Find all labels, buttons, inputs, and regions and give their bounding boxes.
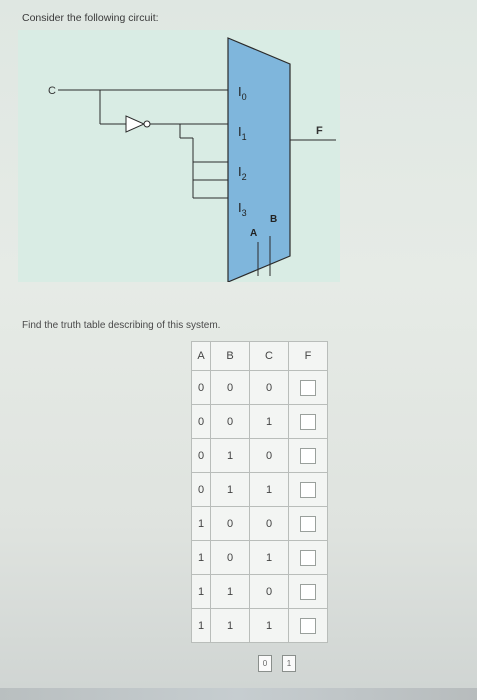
cell-a: 1 [191, 540, 211, 575]
cell-c: 1 [249, 608, 289, 643]
mux-input-label: I3 [238, 200, 247, 218]
cell-a: 0 [191, 404, 211, 439]
cell-a: 0 [191, 370, 211, 405]
header-f: F [288, 341, 328, 371]
mux-input-label: I2 [238, 164, 247, 182]
table-row: 1 1 0 [191, 574, 328, 609]
table-row: 0 1 0 [191, 438, 328, 473]
answer-drop-box[interactable] [300, 481, 316, 498]
cell-b: 0 [210, 370, 250, 405]
truth-table: A B C F 0 0 0 0 0 1 0 1 0 0 1 1 [191, 341, 328, 643]
header-c: C [249, 341, 289, 371]
answer-cell[interactable] [288, 608, 328, 643]
table-row: 1 0 0 [191, 506, 328, 541]
cell-b: 1 [210, 438, 250, 473]
select-a-label: A [250, 228, 257, 239]
answer-drop-box[interactable] [300, 379, 316, 396]
cell-b: 0 [210, 404, 250, 439]
table-row: 0 1 1 [191, 472, 328, 507]
cell-b: 0 [210, 540, 250, 575]
table-row: 0 0 1 [191, 404, 328, 439]
cell-a: 1 [191, 506, 211, 541]
choice-zero[interactable]: 0 [258, 655, 272, 672]
question-text: Find the truth table describing of this … [22, 320, 221, 331]
cell-c: 0 [249, 574, 289, 609]
header-b: B [210, 341, 250, 371]
cell-b: 1 [210, 608, 250, 643]
answer-drop-box[interactable] [300, 515, 316, 532]
table-row: 0 0 0 [191, 370, 328, 405]
cell-c: 0 [249, 506, 289, 541]
answer-cell[interactable] [288, 370, 328, 405]
answer-cell[interactable] [288, 472, 328, 507]
choice-one[interactable]: 1 [282, 655, 296, 672]
cell-a: 0 [191, 472, 211, 507]
table-row: 1 1 1 [191, 608, 328, 643]
table-row: 1 0 1 [191, 540, 328, 575]
input-c-label: C [48, 85, 56, 97]
answer-drop-box[interactable] [300, 549, 316, 566]
circuit-svg: C F I0 I1 I2 I3 A B [48, 37, 336, 282]
multiplexer [227, 37, 291, 282]
not-gate-bubble [143, 120, 151, 128]
answer-drop-box[interactable] [300, 447, 316, 464]
answer-drop-box[interactable] [300, 617, 316, 634]
bottom-strip [0, 688, 477, 700]
answer-cell[interactable] [288, 540, 328, 575]
answer-drop-box[interactable] [300, 413, 316, 430]
header-a: A [191, 341, 211, 371]
circuit-diagram: C F I0 I1 I2 I3 A B [18, 30, 340, 282]
mux-input-label: I1 [238, 124, 247, 142]
mux-input-label: I0 [238, 84, 247, 102]
cell-a: 1 [191, 574, 211, 609]
cell-c: 0 [249, 370, 289, 405]
cell-c: 1 [249, 404, 289, 439]
cell-c: 1 [249, 540, 289, 575]
select-b-label: B [270, 214, 277, 225]
cell-b: 1 [210, 574, 250, 609]
answer-drop-box[interactable] [300, 583, 316, 600]
cell-c: 0 [249, 438, 289, 473]
answer-cell[interactable] [288, 506, 328, 541]
not-gate [125, 115, 146, 133]
answer-cell[interactable] [288, 404, 328, 439]
table-header-row: A B C F [191, 341, 328, 371]
cell-a: 0 [191, 438, 211, 473]
intro-text: Consider the following circuit: [22, 12, 159, 24]
cell-b: 1 [210, 472, 250, 507]
answer-cell[interactable] [288, 438, 328, 473]
cell-b: 0 [210, 506, 250, 541]
cell-c: 1 [249, 472, 289, 507]
answer-cell[interactable] [288, 574, 328, 609]
cell-a: 1 [191, 608, 211, 643]
output-f-label: F [316, 125, 323, 137]
